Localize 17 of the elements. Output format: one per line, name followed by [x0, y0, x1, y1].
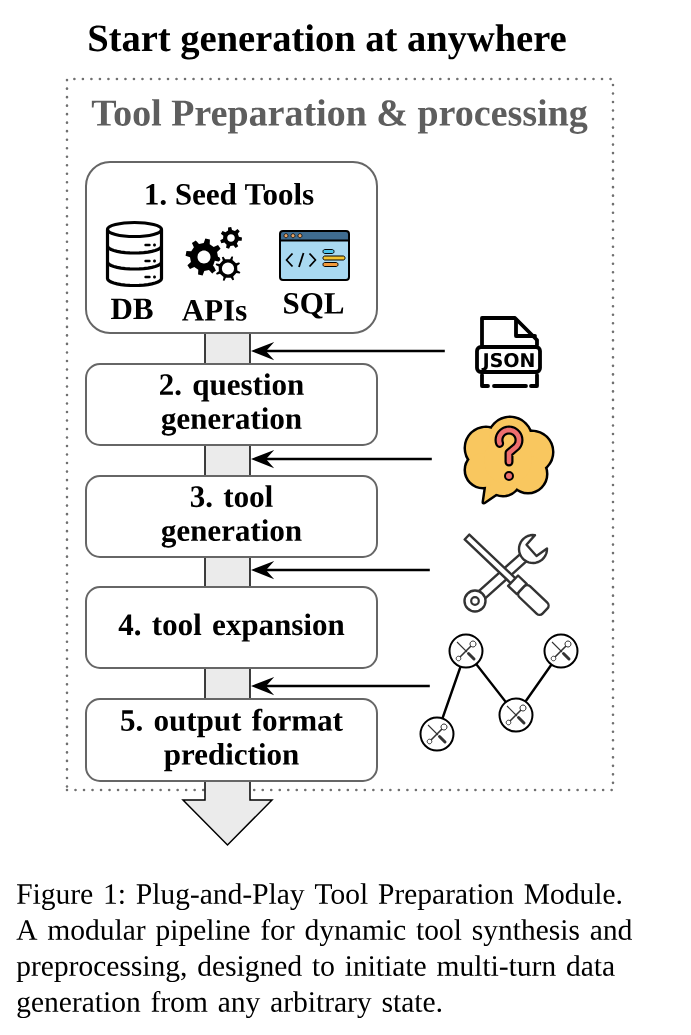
- process-box: 2. question generation: [85, 363, 378, 446]
- icon-label: SQL: [284, 293, 344, 319]
- frame-heading: Tool Preparation & processing: [91, 99, 588, 134]
- question-bubble-icon: [463, 415, 555, 505]
- icon-label: DB: [111, 298, 153, 320]
- process-box: 4. tool expansion: [85, 586, 378, 669]
- process-box: 5. output format prediction: [85, 698, 378, 782]
- figure-title: Start generation at anywhere: [89, 24, 566, 60]
- process-box: [85, 161, 378, 334]
- process-box: 3. tool generation: [85, 475, 378, 558]
- step-title: 1. Seed Tools: [146, 183, 314, 205]
- figure-caption: Figure 1: Plug-and-Play Tool Preparation Module. A modular pipeline for dynamic tool synthesis and preprocessing, designed to initiate multi-turn data generation from any arbitrary state.: [16, 883, 632, 1019]
- icon-label: APIs: [182, 300, 247, 321]
- tools-icon: [463, 533, 550, 617]
- dotted-frame: [65, 77, 615, 792]
- file-type-label: JSON: [475, 345, 542, 374]
- json-file-icon: [475, 316, 542, 388]
